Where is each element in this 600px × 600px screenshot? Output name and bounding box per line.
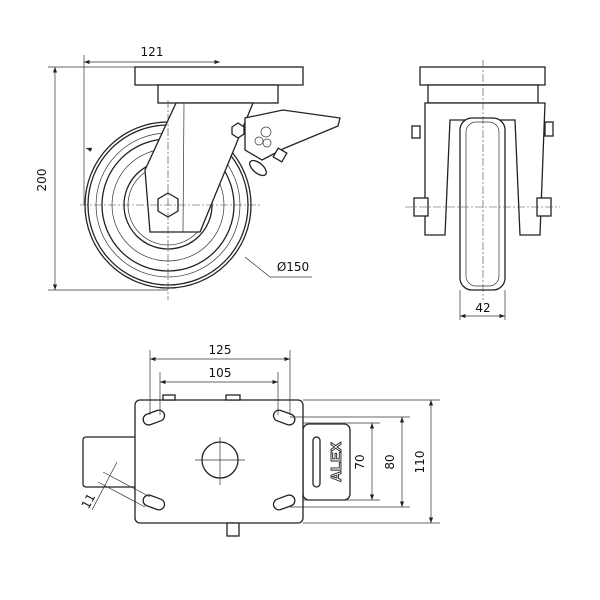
- bottom-bolt-icon: [226, 522, 240, 537]
- pedal-slot: [312, 436, 321, 488]
- top-plate: [134, 66, 304, 86]
- dim-70: 70: [353, 454, 367, 469]
- dim-125: 125: [209, 343, 232, 357]
- brake-lever: [244, 109, 341, 177]
- swivel-head: [157, 84, 279, 104]
- mounting-slots: [142, 409, 296, 511]
- top-plate: [419, 66, 546, 86]
- bolt-nut-icon: [231, 122, 245, 139]
- dim-80: 80: [383, 454, 397, 469]
- stem-housing: [82, 436, 139, 488]
- dim-diameter-150: Ø150: [277, 260, 309, 274]
- dim-42: 42: [475, 301, 490, 315]
- dim-121: 121: [141, 45, 164, 59]
- front-view: 42: [405, 60, 560, 320]
- dim-200: 200: [35, 169, 49, 192]
- side-view: 121 200 Ø150: [35, 45, 341, 300]
- dim-110: 110: [413, 451, 427, 474]
- dim-105: 105: [209, 366, 232, 380]
- bolt-left-icon: [411, 125, 421, 139]
- wheel: [459, 117, 506, 291]
- fork: [424, 102, 546, 236]
- dim-11: 11: [79, 491, 99, 511]
- alex-logo: ALEX: [328, 442, 345, 482]
- bolt-right-icon: [544, 121, 554, 137]
- top-view: ALEX 125 105 70 80 110: [79, 343, 440, 537]
